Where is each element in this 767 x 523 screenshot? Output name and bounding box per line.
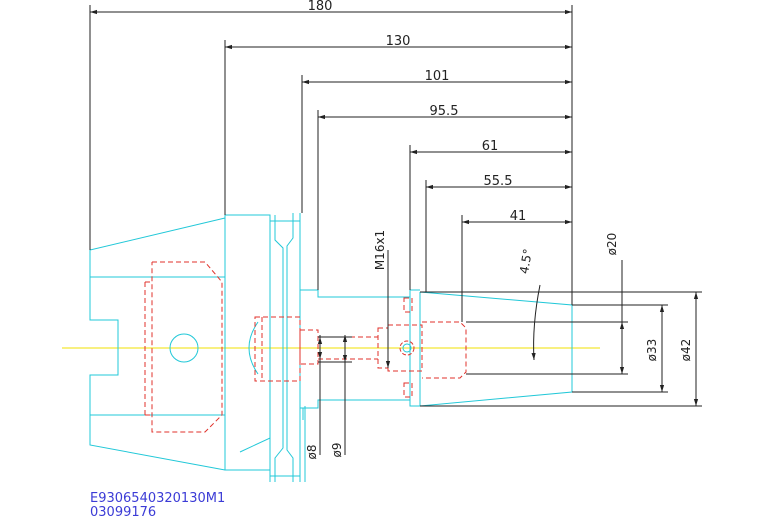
dia33-label: ø33 <box>645 339 659 362</box>
dim-130: 130 <box>386 34 411 49</box>
dia42-label: ø42 <box>679 339 693 362</box>
dim-180: 180 <box>308 0 333 14</box>
dia20-label: ø20 <box>605 233 619 256</box>
thread-label: M16x1 <box>373 230 387 270</box>
dia8-label: ø8 <box>305 445 319 460</box>
order-number: 03099176 <box>90 505 157 520</box>
dim-101: 101 <box>425 69 450 84</box>
dim-95-5: 95.5 <box>430 104 459 119</box>
dim-41: 41 <box>510 209 527 224</box>
balance-hole <box>169 333 199 363</box>
hidden-lines <box>144 261 467 433</box>
screw-circle <box>399 340 415 356</box>
dimension-lines <box>89 5 702 455</box>
dia9-label: ø9 <box>330 443 344 458</box>
part-number: E9306540320130M1 <box>90 491 226 506</box>
pin-hole <box>402 343 412 353</box>
dim-55-5: 55.5 <box>484 174 513 189</box>
dim-61: 61 <box>482 139 499 154</box>
angle-label: 4.5° <box>517 248 535 275</box>
